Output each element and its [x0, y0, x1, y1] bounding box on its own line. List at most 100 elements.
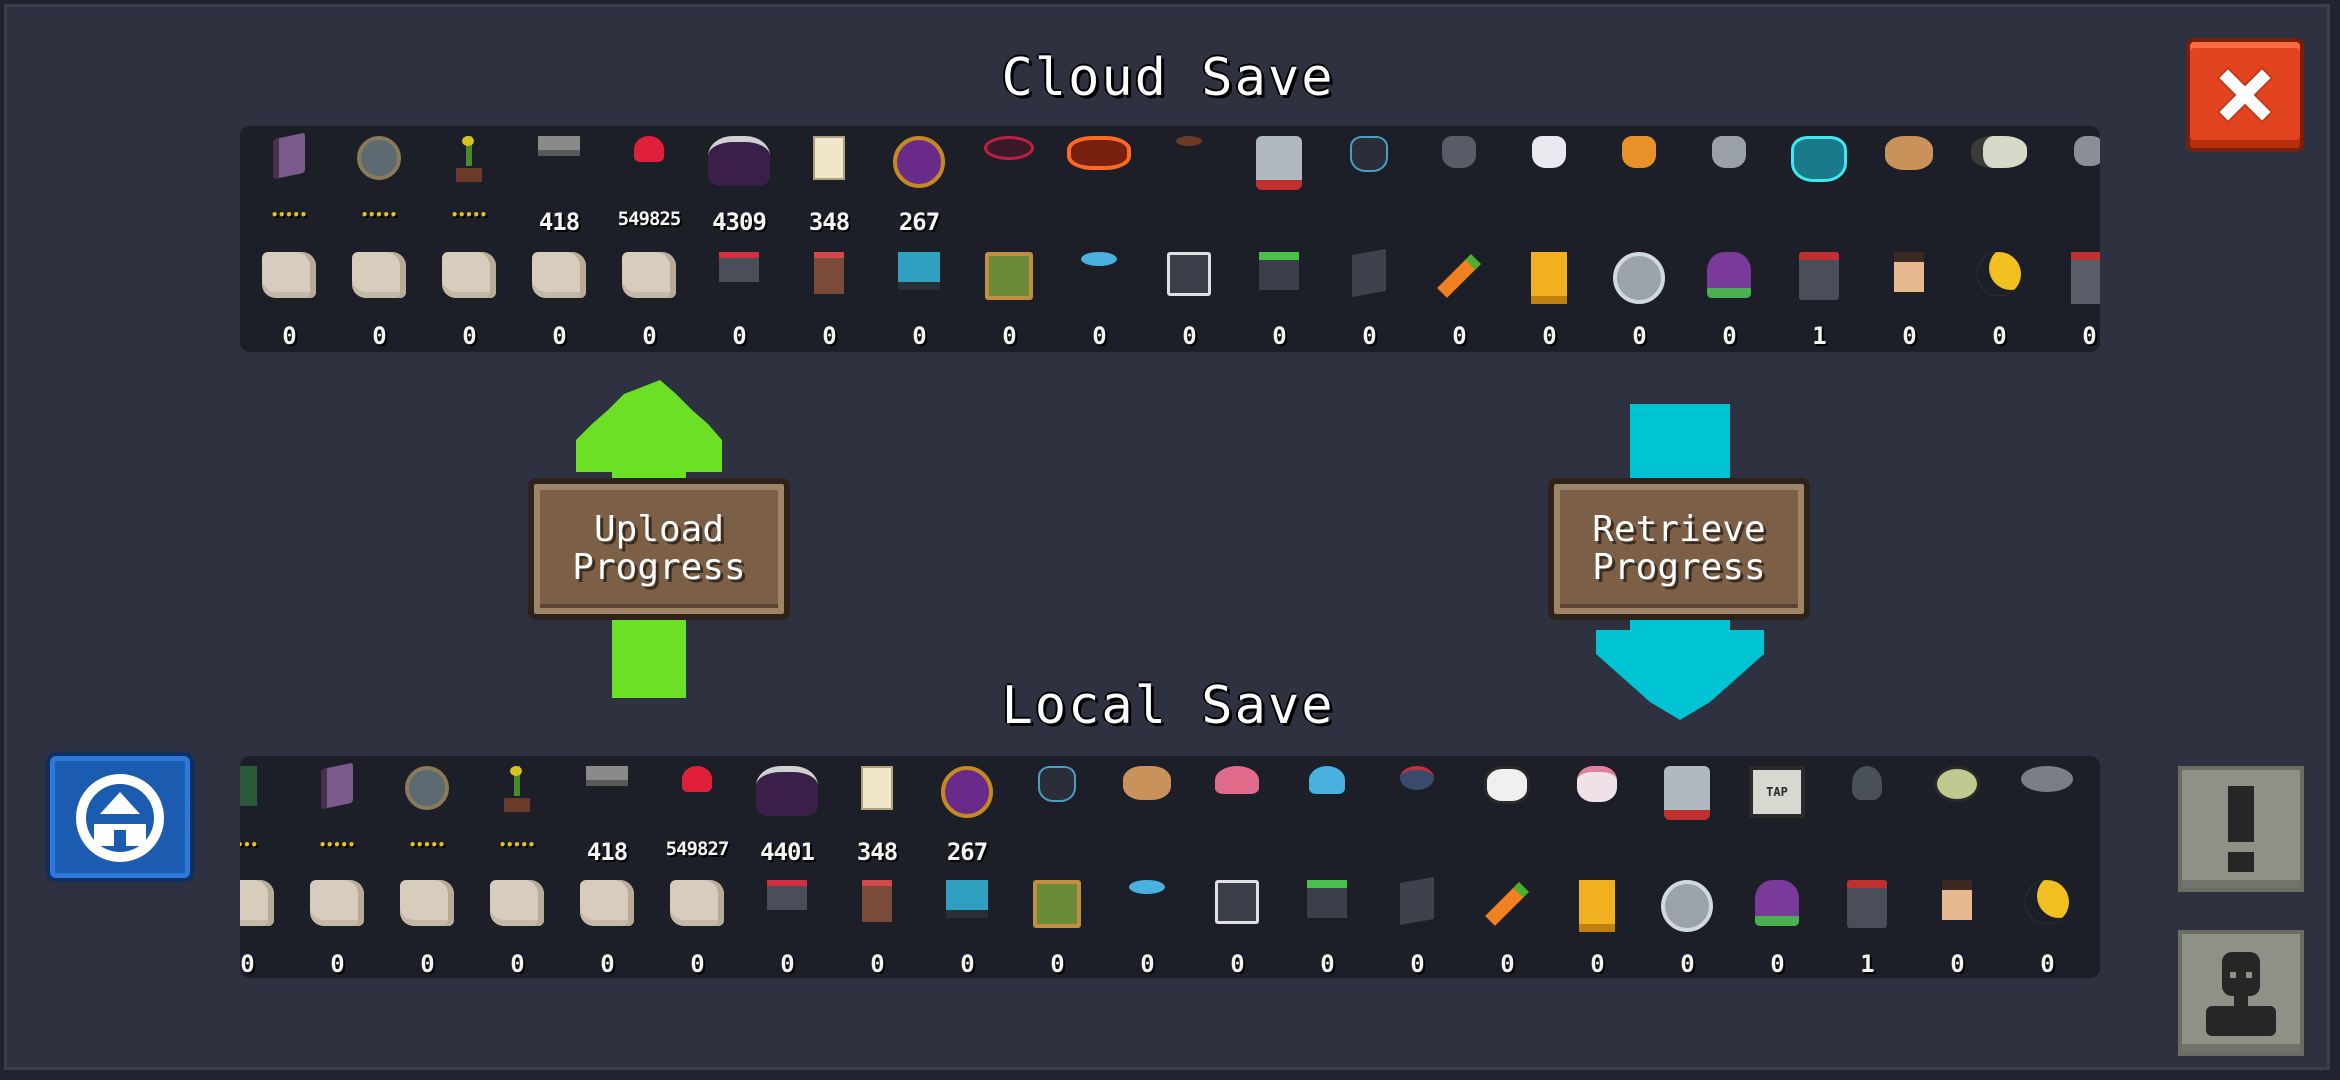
inventory-slot: 0	[1684, 248, 1774, 350]
upload-progress-button[interactable]: Upload Progress	[528, 478, 790, 620]
robot-icon	[1664, 766, 1710, 820]
fish-icon	[1081, 252, 1117, 266]
inventory-slot	[1192, 762, 1282, 862]
item-count: 0	[1992, 322, 2006, 350]
red-slime-icon	[634, 136, 664, 162]
inventory-slot: 4401	[742, 762, 832, 866]
inventory-slot: 418	[514, 132, 604, 236]
item-count: •••••	[408, 838, 446, 852]
inventory-slot: 0	[424, 248, 514, 350]
gun-icon	[538, 136, 580, 156]
inventory-slot	[1552, 762, 1642, 862]
inventory-slot: •••••	[334, 132, 424, 232]
blue-machine-icon	[946, 880, 988, 918]
item-count: •••	[240, 838, 258, 852]
inventory-slot: 0	[1054, 248, 1144, 350]
inventory-slot: •••••	[244, 132, 334, 232]
scroll-icon	[310, 880, 364, 926]
calico-cat-icon	[1971, 136, 2027, 168]
item-count: 0	[822, 322, 836, 350]
blue-slime-icon	[1309, 766, 1345, 794]
silver-cat-icon	[1712, 136, 1746, 168]
inventory-slot: 0	[1462, 876, 1552, 978]
inventory-slot: 0	[1282, 876, 1372, 978]
inventory-slot: 4309	[694, 132, 784, 236]
tan-cat-icon	[1885, 136, 1933, 170]
inventory-slot: •••••	[292, 762, 382, 862]
item-count: 0	[1230, 950, 1244, 978]
fish-icon	[1129, 880, 1165, 894]
profile-button[interactable]	[2178, 930, 2304, 1056]
ghost-cat-icon	[1791, 136, 1847, 182]
inventory-slot: 0	[652, 876, 742, 978]
tap-sign-icon: TAP	[1749, 766, 1805, 818]
inventory-slot: 0	[604, 248, 694, 350]
painting-icon	[985, 252, 1033, 300]
blue-emblem-button[interactable]	[46, 752, 194, 882]
upload-label-line1: Upload	[593, 509, 725, 550]
scroll-icon	[352, 252, 406, 298]
inventory-slot: •••••	[472, 762, 562, 862]
slate-icon	[1352, 249, 1386, 297]
inventory-slot: 0	[694, 248, 784, 350]
spider-icon	[1400, 766, 1434, 790]
scroll-icon	[240, 880, 274, 926]
demon-icon	[708, 136, 770, 186]
inventory-slot: 348	[832, 762, 922, 866]
close-icon	[2216, 66, 2274, 124]
inventory-slot: 0	[562, 876, 652, 978]
inventory-slot	[1822, 762, 1912, 862]
inventory-slot: 0	[922, 876, 1012, 978]
inventory-slot: 0	[334, 248, 424, 350]
carrot-icon	[1437, 252, 1481, 300]
item-count: 0	[330, 950, 344, 978]
item-count: 0	[1410, 950, 1424, 978]
inventory-slot	[1282, 762, 1372, 862]
machine-icon	[2071, 252, 2100, 304]
trophy-icon	[1531, 252, 1567, 304]
white-cat-icon	[1532, 136, 1566, 168]
inventory-slot: 267	[922, 762, 1012, 866]
inventory-slot: 549827	[652, 762, 742, 862]
inventory-slot	[1414, 132, 1504, 232]
temple-emblem-icon	[76, 774, 164, 862]
local-save-inventory[interactable]: ••••••••••••••••••4185498274401348267TAP…	[240, 756, 2100, 978]
red-device-icon	[719, 252, 759, 282]
user-silhouette-icon	[2206, 952, 2276, 1036]
inventory-slot	[1102, 762, 1192, 862]
inventory-slot: 0	[1234, 248, 1324, 350]
scroll-icon	[400, 880, 454, 926]
demon-icon	[756, 766, 818, 816]
scroll-icon	[622, 252, 676, 298]
item-count: 0	[960, 950, 974, 978]
bunny-icon	[1577, 766, 1617, 802]
close-button[interactable]	[2186, 38, 2304, 152]
inventory-slot: 0	[240, 876, 292, 978]
retrieve-progress-button[interactable]: Retrieve Progress	[1548, 478, 1810, 620]
inventory-slot: 0	[1144, 248, 1234, 350]
inventory-slot	[1504, 132, 1594, 232]
orb-icon	[405, 766, 449, 810]
item-count: 267	[898, 208, 940, 236]
item-count: •••••	[270, 208, 308, 222]
inventory-slot: 0	[1192, 876, 1282, 978]
plant-icon	[1707, 252, 1751, 298]
item-count: 0	[1362, 322, 1376, 350]
alert-button[interactable]	[2178, 766, 2304, 892]
robot-icon	[1256, 136, 1302, 190]
inventory-slot	[1012, 762, 1102, 862]
item-count: 4401	[760, 838, 815, 866]
item-count: 549825	[617, 208, 682, 230]
item-count: 1	[1812, 322, 1826, 350]
book-icon	[273, 132, 305, 180]
item-count: 0	[2040, 950, 2054, 978]
cloud-save-title: Cloud Save	[1001, 48, 1335, 108]
item-count: 0	[372, 322, 386, 350]
item-count: 0	[1680, 950, 1694, 978]
red-slime-icon	[682, 766, 712, 792]
pink-pig-icon	[1215, 766, 1259, 794]
green-gadget-icon	[1307, 880, 1347, 918]
inventory-slot: •••••	[424, 132, 514, 232]
item-count: 0	[282, 322, 296, 350]
